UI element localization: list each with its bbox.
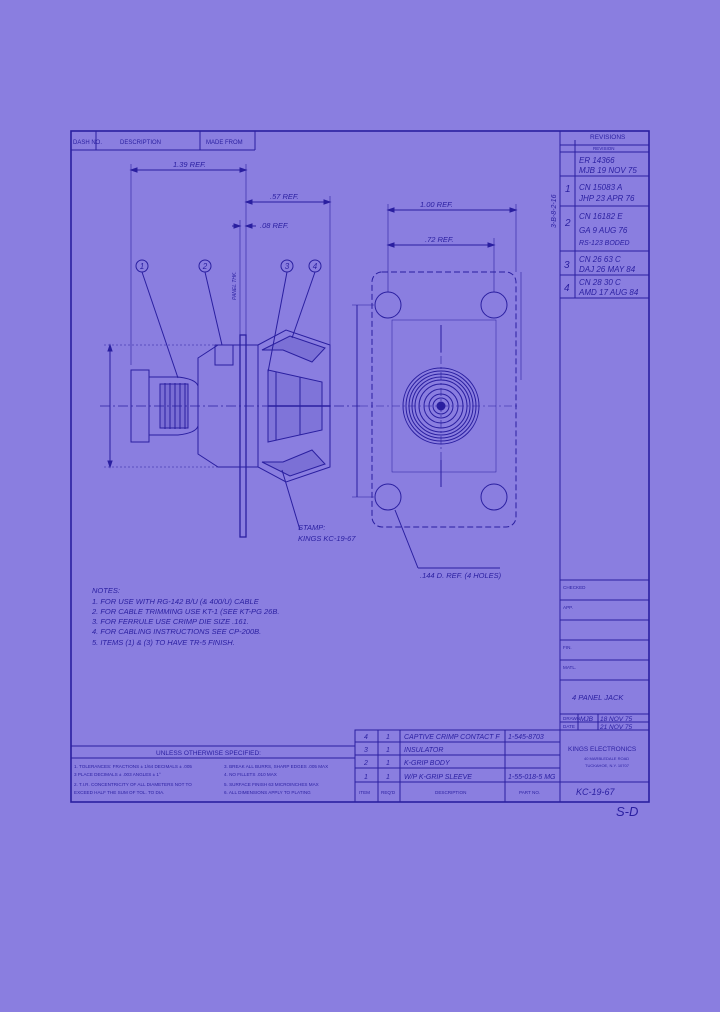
bom-row-1-item: 4 (364, 734, 368, 741)
rev-1-line1: CN 15083 A (579, 183, 622, 192)
tb-app-label: APP. (563, 605, 573, 610)
dim-vertical: PANEL THK. (232, 271, 238, 300)
rev-1-line2: JHP 23 APR 76 (578, 194, 635, 203)
balloon-2-label: 2 (202, 262, 208, 271)
revisions-side-code: 3-B-8-2-16 (551, 194, 558, 228)
note-2: 2. FOR CABLE TRIMMING USE KT-1 (SEE KT-P… (91, 607, 279, 616)
bom-row-2-desc: INSULATOR (404, 747, 443, 754)
tol-right-1: 3. BREAK ALL BURRS, SHARP EDGES .005 MAX (224, 764, 328, 769)
made-from-label: MADE FROM (206, 140, 243, 146)
bom-header-item: ITEM (359, 790, 370, 795)
tb-date-label: DATE (563, 724, 575, 729)
tol-left-3: 2. T.I.R. CONCENTRICITY OF ALL DIAMETERS… (74, 782, 192, 787)
tol-left-2: 3 PLACE DECIMALS ± .003 ANGLES ± 1° (74, 772, 161, 777)
dim-d4: .72 REF. (425, 235, 454, 244)
tb-drawn-label: DRAWN (563, 716, 580, 721)
rev-3-line2: DAJ 26 MAY 84 (579, 265, 636, 274)
tb-part-title: 4 PANEL JACK (572, 693, 624, 702)
tolerance-title: UNLESS OTHERWISE SPECIFIED: (156, 750, 261, 757)
bom-row-1-desc: CAPTIVE CRIMP CONTACT F (404, 734, 500, 741)
bom-row-4-item: 1 (364, 774, 368, 781)
tol-left-4: EXCEED HALF THE SUM OF TOL. TO DIA. (74, 790, 164, 795)
stamp-line1: STAMP: (298, 523, 325, 532)
bom-header-qty: REQ'D (381, 790, 396, 795)
note-1: 1. FOR USE WITH RG-142 B/U (& 400/U) CAB… (92, 597, 260, 606)
bom-row-3-qty: 1 (386, 760, 390, 767)
tb-drawn-by: MJB (580, 716, 594, 723)
dim-d3: 1.00 REF. (420, 200, 453, 209)
tb-checked-label: CHECKED (563, 585, 586, 590)
tol-left-1: 1. TOLERANCES: FRACTIONS ± 1/64 DECIMALS… (74, 764, 192, 769)
bom-row-4-qty: 1 (386, 774, 390, 781)
bom-row-3-item: 2 (363, 760, 368, 767)
stamp-line2: KINGS KC-19-67 (298, 534, 356, 543)
rev-2-line3: RS-123 BODED (579, 240, 630, 247)
rev-4-line1: CN 28 30 C (579, 278, 621, 287)
dim-d2: .08 REF. (260, 221, 289, 230)
tb-drawn-date: 18 NOV 75 (600, 716, 633, 723)
flange (239, 334, 247, 538)
tol-right-2: 4. NO FILLETS .010 MAX (224, 772, 277, 777)
revisions-subtitle: REVISION (593, 146, 615, 151)
tol-right-3: 5. SURFACE FINISH 63 MICROINCHES MAX (224, 782, 319, 787)
dim-d1: .57 REF. (270, 192, 299, 201)
tb-fin-label: FIN. (563, 645, 572, 650)
tol-right-4: 6. ALL DIMENSIONS APPLY TO PLATING (224, 790, 311, 795)
mount-hole (480, 483, 508, 511)
dim-overall: 1.39 REF. (173, 160, 206, 169)
rev-4-line2: AMD 17 AUG 84 (578, 288, 639, 297)
rev-2-line1: CN 16182 E (579, 212, 623, 221)
note-4: 4. FOR CABLING INSTRUCTIONS SEE CP-200B. (92, 627, 261, 636)
balloon-1-label: 1 (140, 262, 144, 271)
rev-1-sym: 1 (565, 184, 571, 195)
bom-row-3-desc: K-GRIP BODY (404, 760, 451, 767)
bom-row-2-qty: 1 (386, 747, 390, 754)
tb-date-val: 21 NOV 75 (599, 724, 633, 731)
rev-4-sym: 4 (564, 283, 570, 294)
tb-company-sub2: TUCKAHOE, N.Y. 10707 (585, 763, 630, 768)
tb-drawing-no: KC-19-67 (576, 787, 616, 797)
flange-plate (371, 271, 517, 528)
tb-company-sub1: 40 MARBLEDALE ROAD (584, 756, 629, 761)
bom-row-4-part: 1-55-018-5 MG (508, 774, 556, 781)
balloon-4-label: 4 (313, 262, 318, 271)
rev-2-line2: GA 9 AUG 76 (579, 226, 628, 235)
tb-matl-label: MATL. (563, 665, 576, 670)
rev-2-sym: 2 (564, 218, 571, 229)
mount-hole (374, 291, 402, 319)
mount-hole (374, 483, 402, 511)
bom-header-desc: DESCRIPTION (435, 790, 466, 795)
bom-header-part: PART NO. (519, 790, 540, 795)
rev-3-sym: 3 (564, 260, 570, 271)
note-5: 5. ITEMS (1) & (3) TO HAVE TR-5 FINISH. (92, 638, 235, 647)
rev-3-line1: CN 26 63 C (579, 255, 621, 264)
balloon-3-label: 3 (285, 262, 290, 271)
notes-title: NOTES: (92, 586, 120, 595)
sheet-border (70, 130, 650, 803)
tb-company: KINGS ELECTRONICS (568, 746, 637, 753)
bom-row-1-qty: 1 (386, 734, 390, 741)
dash-no-label: DASH NO. (73, 140, 102, 146)
mount-hole (480, 291, 508, 319)
bom-row-2-item: 3 (364, 747, 368, 754)
tb-sheet-mark: S-D (616, 804, 638, 819)
rev-0-line1: ER 14366 (579, 156, 615, 165)
dim-holes: .144 D. REF. (4 HOLES) (420, 571, 502, 580)
bom-row-1-part: 1-545-8703 (508, 734, 544, 741)
note-3: 3. FOR FERRULE USE CRIMP DIE SIZE .161. (92, 617, 249, 626)
revisions-title: REVISIONS (590, 134, 626, 141)
bom-row-4-desc: W/P K-GRIP SLEEVE (404, 774, 472, 781)
jack-front (257, 329, 331, 483)
rev-0-line2: MJB 19 NOV 75 (579, 166, 637, 175)
description-label: DESCRIPTION (120, 140, 161, 146)
